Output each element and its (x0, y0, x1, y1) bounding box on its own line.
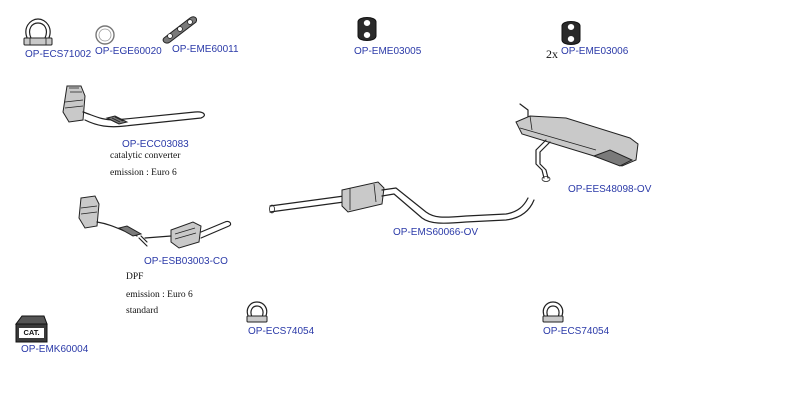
cat-box-part[interactable]: CAT. (14, 314, 48, 344)
cat-box-label: CAT. (23, 328, 40, 337)
part-note: standard (126, 306, 159, 316)
dpf-part[interactable] (75, 192, 235, 252)
part-code[interactable]: OP-EES48098-OV (568, 184, 652, 195)
part-code[interactable]: OP-ECS74054 (248, 326, 315, 337)
part-code[interactable]: OP-EME60011 (172, 44, 239, 55)
part-note: emission : Euro 6 (126, 290, 193, 300)
part-code[interactable]: OP-EMK60004 (21, 344, 89, 355)
middle-silencer-part[interactable] (266, 178, 541, 230)
part-code[interactable]: OP-ECC03083 (122, 139, 189, 150)
hanger-part[interactable] (354, 14, 380, 44)
clamp-icon (23, 18, 53, 46)
part-code[interactable]: OP-EGE60020 (95, 46, 162, 57)
clamp-part[interactable] (244, 300, 270, 326)
catalytic-converter-part[interactable] (55, 82, 210, 140)
part-code[interactable]: OP-ECS71002 (25, 49, 92, 60)
rubber-hanger-icon (357, 17, 377, 41)
rear-silencer-part[interactable] (510, 100, 660, 186)
part-code[interactable]: OP-ECS74054 (543, 326, 610, 337)
middle-silencer-icon (269, 181, 535, 224)
clamp-icon (542, 301, 564, 323)
rubber-hanger-icon (561, 21, 581, 45)
rubber-hanger-bar-icon (162, 16, 197, 44)
dpf-icon (78, 195, 232, 249)
clamp-icon (246, 301, 268, 323)
part-code[interactable]: OP-EME03005 (354, 46, 422, 57)
gasket-ring-icon (95, 25, 115, 45)
part-code[interactable]: OP-EME03006 (561, 46, 629, 57)
cat-box-icon (15, 315, 48, 343)
clamp-part[interactable] (20, 16, 56, 50)
hanger-part[interactable] (558, 18, 584, 48)
part-code[interactable]: OP-EMS60066-OV (393, 227, 479, 238)
part-note: DPF (126, 272, 144, 282)
gasket-part[interactable] (94, 24, 116, 46)
part-note: catalytic converter (110, 151, 181, 161)
catalytic-converter-icon (62, 85, 205, 128)
quantity-label: 2x (546, 47, 558, 61)
rear-silencer-icon (515, 103, 639, 182)
clamp-part[interactable] (540, 300, 566, 326)
part-note: emission : Euro 6 (110, 168, 177, 178)
hanger-bar-part[interactable] (160, 12, 200, 44)
part-code[interactable]: OP-ESB03003-CO (144, 256, 228, 267)
